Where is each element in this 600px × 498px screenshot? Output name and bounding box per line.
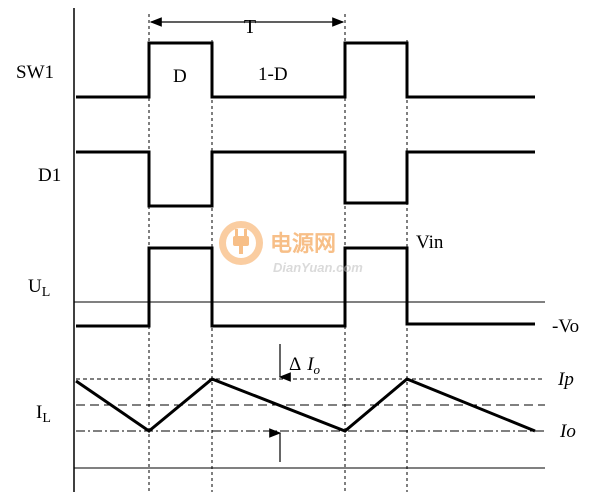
- il-label: IL: [36, 402, 51, 426]
- watermark-brand-cn: 电源网: [270, 232, 336, 257]
- d1-label: D1: [38, 165, 61, 186]
- sw1-waveform: [76, 41, 535, 99]
- sw1-label: SW1: [16, 62, 54, 83]
- ul-waveform: [76, 246, 535, 328]
- watermark-brand-en: DianYuan.com: [273, 260, 363, 275]
- neg-vo-label: -Vo: [552, 316, 579, 337]
- ul-label: UL: [28, 276, 50, 300]
- il-waveform: [75, 377, 536, 433]
- ip-label: Ip: [557, 369, 574, 390]
- d1-waveform: [76, 150, 535, 208]
- plug-logo-icon: [219, 221, 263, 265]
- period-label: T: [244, 16, 256, 38]
- off-time-label: 1-D: [258, 64, 288, 85]
- vin-label: Vin: [416, 232, 444, 253]
- io-label: Io: [559, 421, 576, 442]
- duty-label: D: [173, 66, 187, 87]
- watermark: 电源网 DianYuan.com: [219, 221, 363, 275]
